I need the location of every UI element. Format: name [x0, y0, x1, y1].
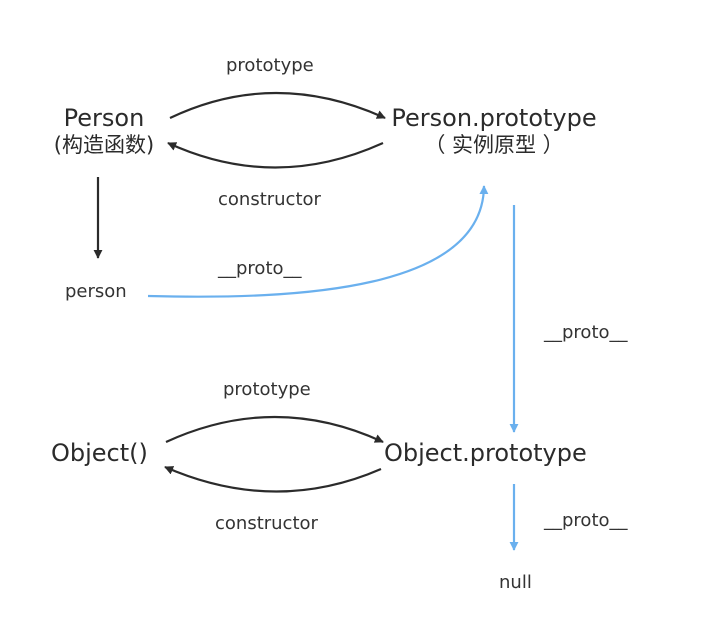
person-instance-proto-arrow [147, 185, 489, 298]
person-instance-node: person [65, 281, 127, 302]
person-constructor-name: Person [63, 104, 145, 132]
object-prototype-arrow [165, 415, 384, 443]
person-prototype-node: Person.prototype （ 实例原型 ） [380, 104, 608, 158]
person-prototype-proto-edge-label: __proto__ [544, 322, 628, 343]
person-prototype-edge-label: prototype [226, 55, 314, 76]
person-constructor-subtitle: (构造函数) [53, 132, 155, 157]
object-constructor-arrow [164, 465, 382, 493]
person-constructor-edge-label: constructor [218, 189, 321, 210]
person-instance-proto-edge-label: __proto__ [218, 258, 302, 279]
object-constructor-edge-label: constructor [215, 513, 318, 534]
null-node: null [499, 572, 532, 593]
person-constructor-arrow [167, 141, 384, 169]
person-prototype-arrow [169, 91, 386, 120]
person-prototype-name: Person.prototype [391, 104, 597, 132]
object-prototype-node: Object.prototype [384, 439, 587, 467]
object-constructor-node: Object() [51, 439, 148, 467]
person-prototype-subtitle: （ 实例原型 ） [424, 132, 564, 157]
object-prototype-proto-edge-label: __proto__ [544, 510, 628, 531]
person-constructor-node: Person (构造函数) [38, 104, 170, 158]
object-prototype-edge-label: prototype [223, 379, 311, 400]
